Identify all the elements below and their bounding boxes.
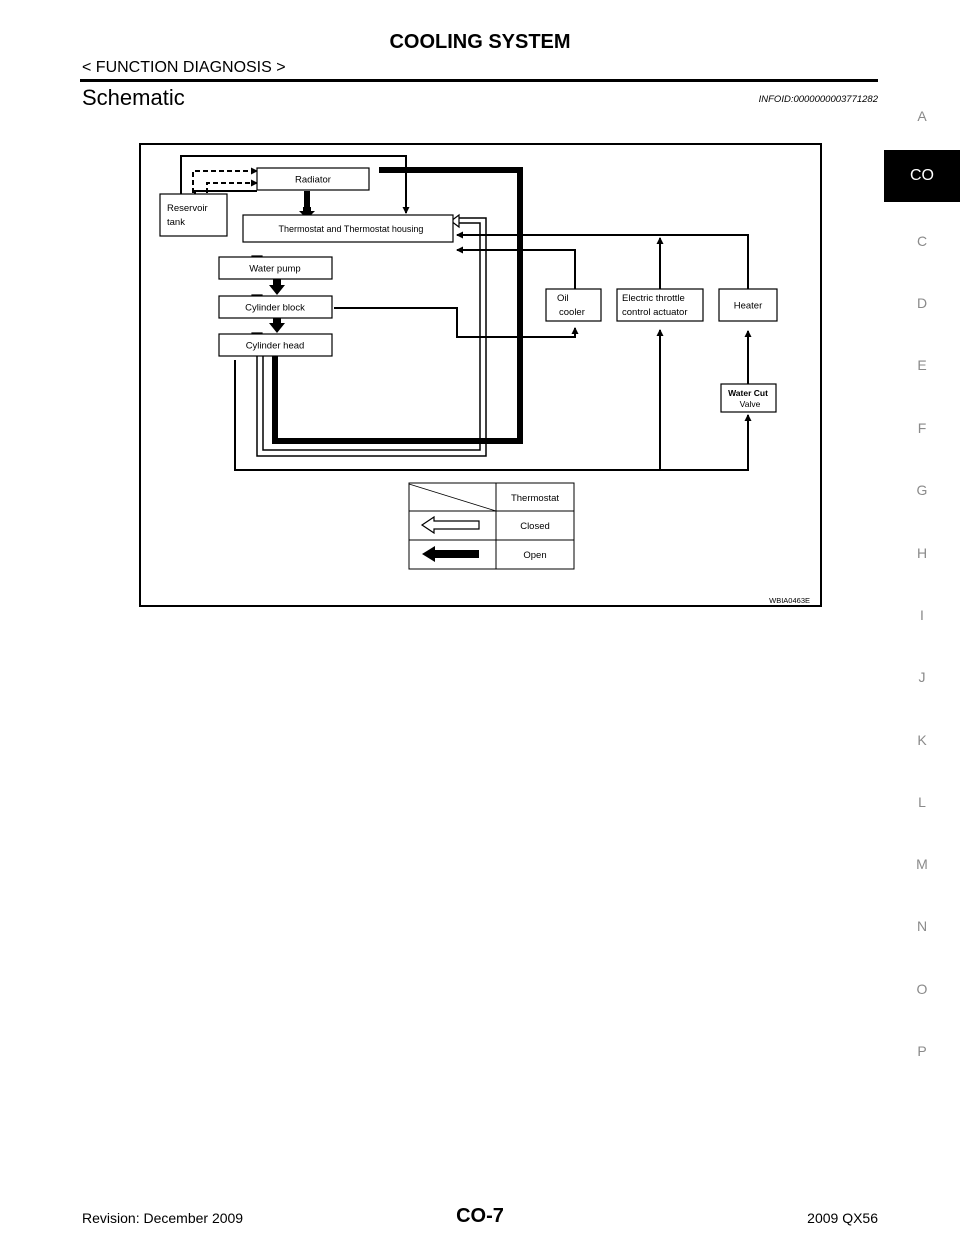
- oil-cooler-label-line2: cooler: [559, 307, 585, 318]
- cylinder-block-label: Cylinder block: [245, 303, 305, 314]
- water-cut-label-line1: Water Cut: [728, 388, 768, 398]
- thermostat-housing-label: Thermostat and Thermostat housing: [279, 224, 424, 234]
- side-index-co-active[interactable]: CO: [884, 150, 960, 202]
- legend-open-arrow-icon: [422, 546, 479, 562]
- cylinder-block-box: [218, 295, 333, 319]
- side-index-g[interactable]: G: [916, 482, 928, 498]
- side-index-i[interactable]: I: [920, 607, 924, 623]
- info-id: INFOID:0000000003771282: [758, 94, 878, 105]
- figure-code: WBIA0463E: [769, 596, 810, 605]
- radiator-box: [256, 167, 370, 191]
- water-pump-label: Water pump: [249, 264, 300, 275]
- cylinder-head-label: Cylinder head: [246, 341, 305, 352]
- heater-label: Heater: [734, 301, 763, 312]
- side-index-k[interactable]: K: [917, 732, 927, 748]
- footer-revision: Revision: December 2009: [82, 1210, 244, 1226]
- legend-header: Thermostat: [511, 493, 559, 504]
- side-index-a[interactable]: A: [917, 108, 927, 124]
- throttle-label-line1: Electric throttle: [622, 293, 685, 304]
- heater-box: [718, 288, 778, 322]
- side-index-j[interactable]: J: [918, 669, 926, 685]
- legend-closed-arrow-icon: [420, 515, 480, 535]
- reservoir-label-line2: tank: [167, 217, 185, 228]
- flow-lines: [180, 155, 752, 471]
- water-cut-valve-box: [720, 383, 777, 413]
- side-index-m[interactable]: M: [916, 856, 928, 872]
- footer-page-number: CO-7: [456, 1205, 504, 1227]
- oil-cooler-label-line1: Oil: [557, 293, 569, 304]
- legend-open-label: Open: [523, 550, 546, 561]
- page-title: COOLING SYSTEM: [389, 31, 571, 53]
- thermostat-housing-box: [242, 214, 454, 243]
- side-index-c[interactable]: C: [916, 233, 928, 249]
- footer-model: 2009 QX56: [807, 1210, 878, 1226]
- side-index-h[interactable]: H: [916, 545, 928, 561]
- side-index-o[interactable]: O: [916, 981, 928, 997]
- side-index-n[interactable]: N: [916, 918, 928, 934]
- side-index-d[interactable]: D: [916, 295, 928, 311]
- section-subtitle: < FUNCTION DIAGNOSIS >: [82, 59, 286, 76]
- side-index-e[interactable]: E: [917, 357, 927, 373]
- side-index-f[interactable]: F: [917, 420, 927, 436]
- side-index-p[interactable]: P: [917, 1043, 927, 1059]
- header-rule: [80, 79, 878, 82]
- cylinder-head-box: [218, 333, 333, 357]
- reservoir-label-line1: Reservoir: [167, 203, 208, 214]
- throttle-actuator-box: [616, 288, 704, 322]
- water-cut-label-line2: Valve: [740, 399, 761, 409]
- section-heading: Schematic: [82, 85, 185, 110]
- water-pump-box: [218, 256, 333, 280]
- legend-table: Thermostat Closed Open: [408, 482, 575, 570]
- reservoir-box: [159, 193, 228, 237]
- cooling-schematic-figure: Radiator Reservoir tank Thermostat and T…: [139, 143, 822, 607]
- throttle-label-line2: control actuator: [622, 307, 687, 318]
- legend-closed-label: Closed: [520, 521, 550, 532]
- side-index-l[interactable]: L: [918, 794, 926, 810]
- oil-cooler-box: [545, 288, 602, 322]
- radiator-label: Radiator: [295, 175, 331, 186]
